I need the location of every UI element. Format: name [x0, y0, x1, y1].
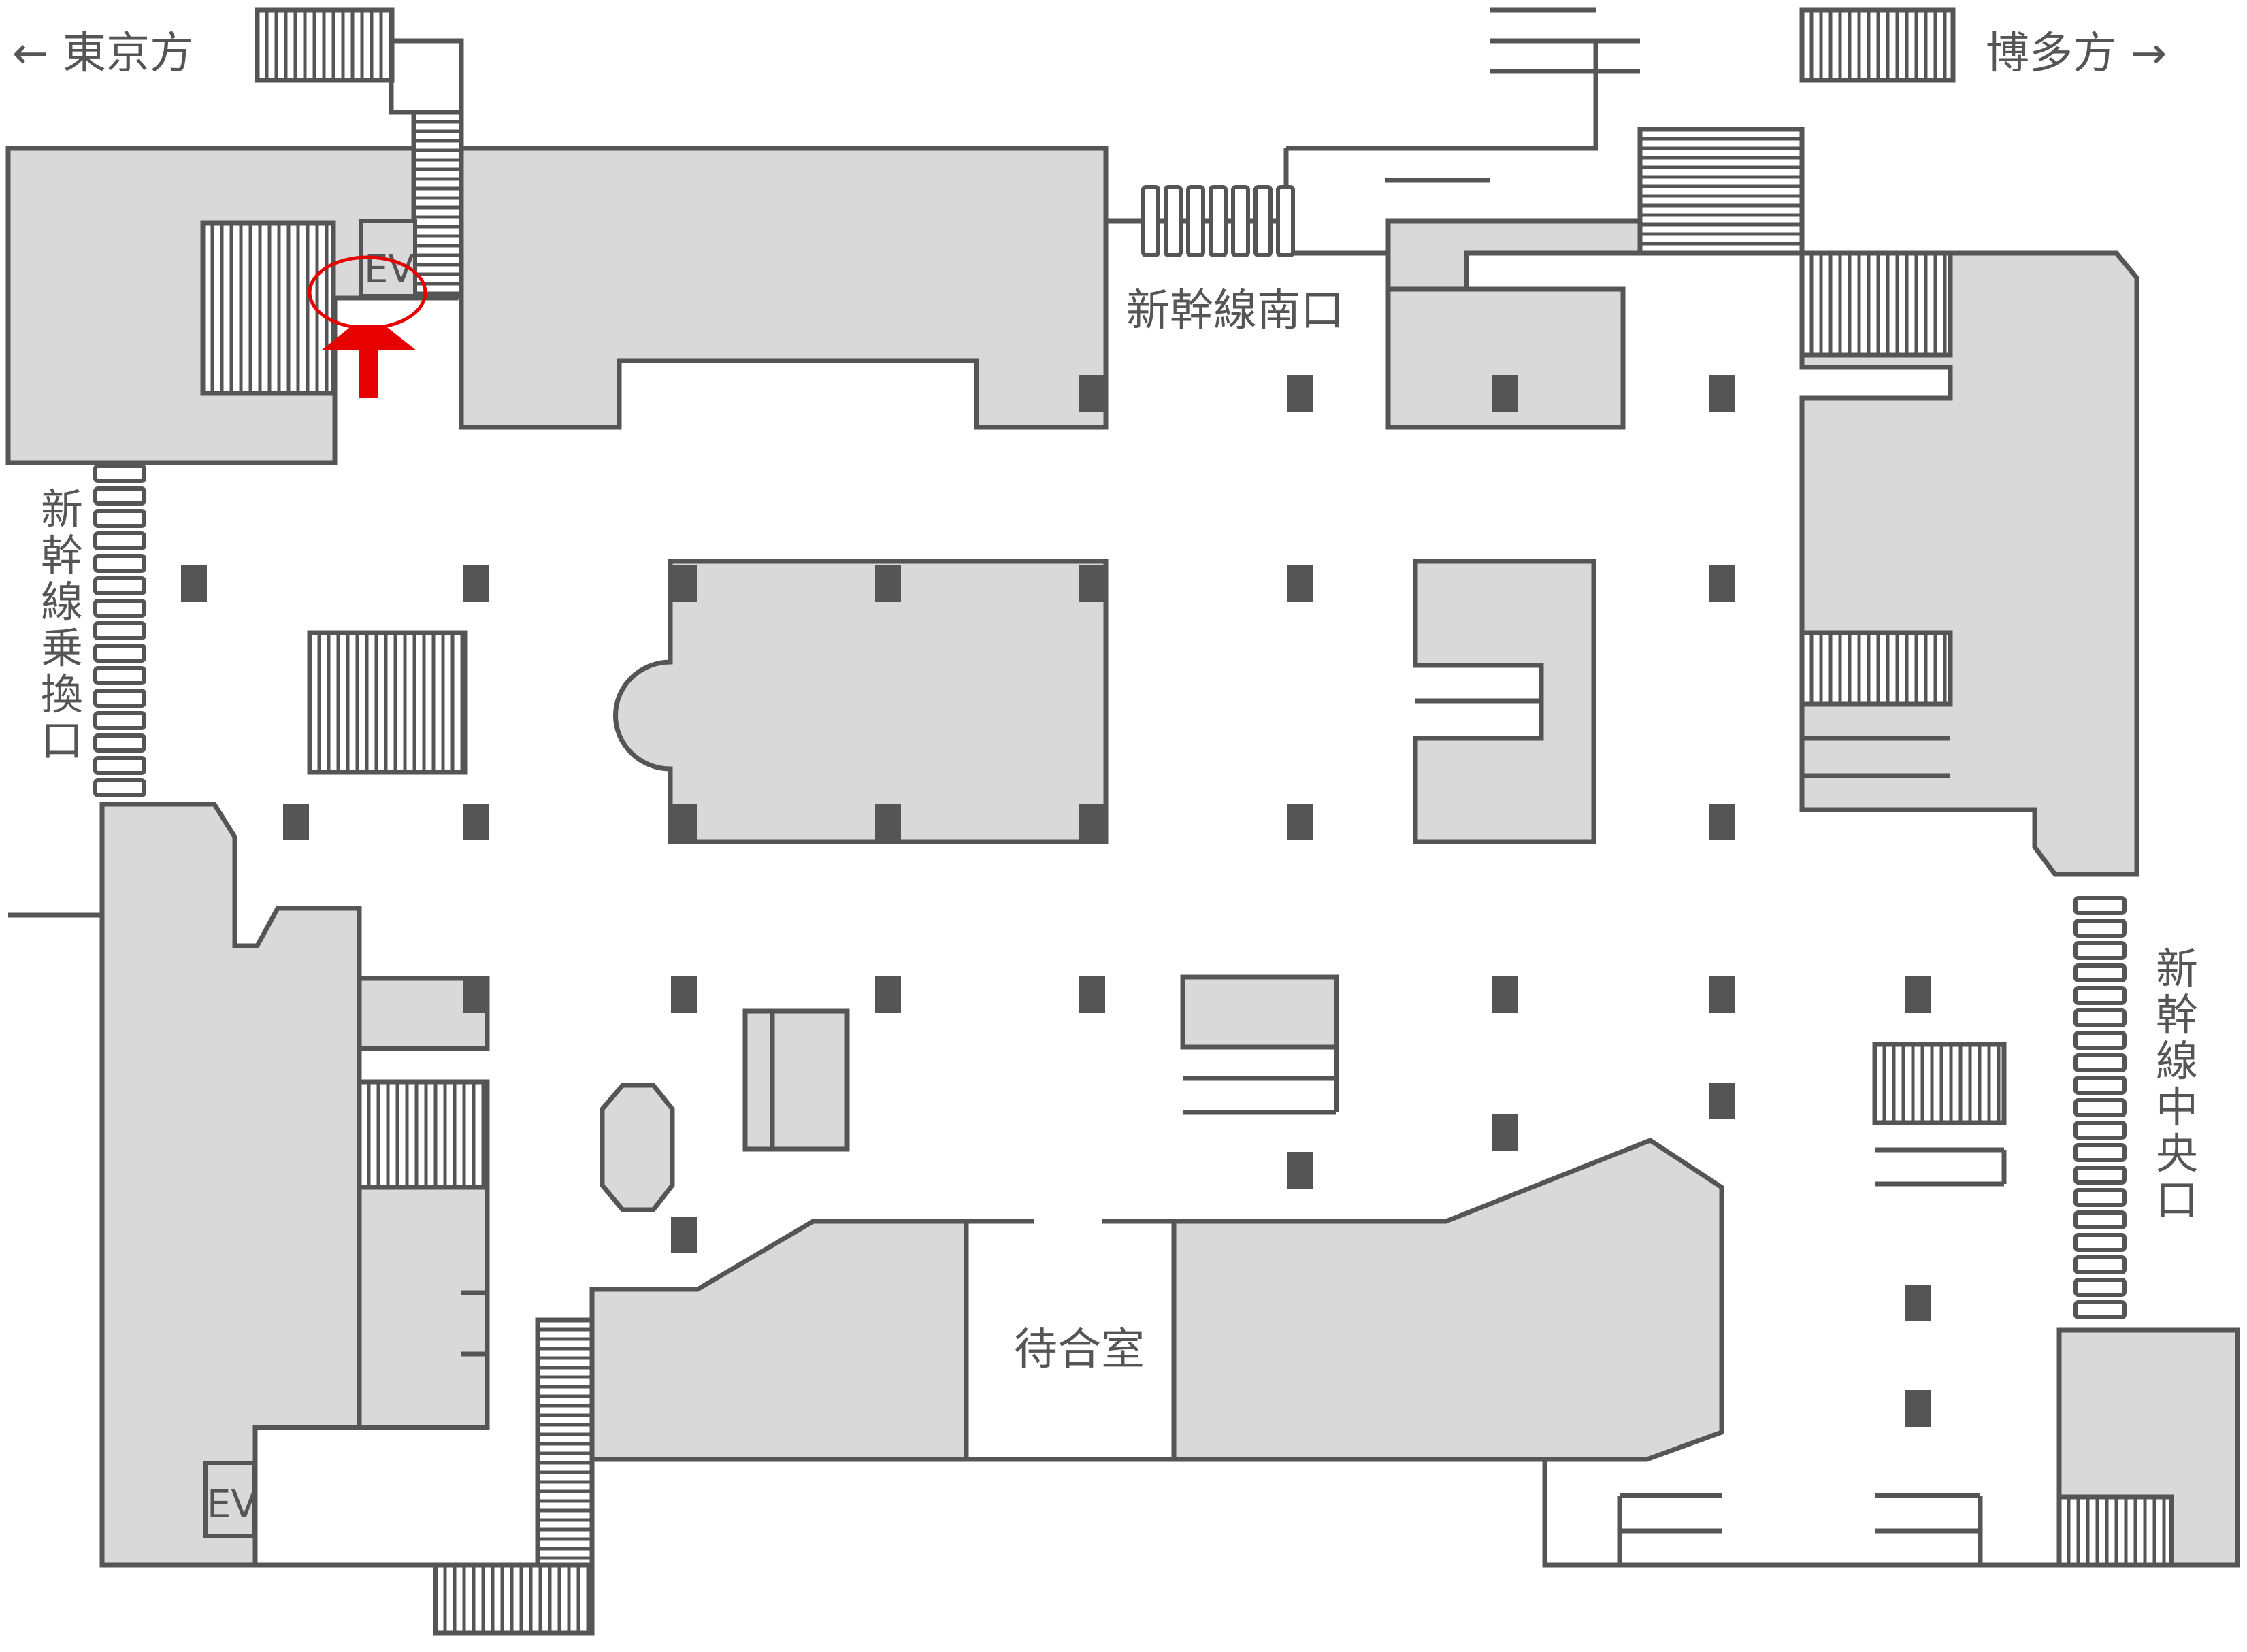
staircase	[535, 1317, 595, 1568]
column	[1079, 804, 1105, 840]
columns	[181, 375, 1931, 1427]
block-lower-main	[589, 1219, 969, 1462]
wall-kiosk-b-lines	[1183, 1047, 1339, 1115]
staircase	[200, 220, 336, 396]
wall-bottom-right-lines	[1617, 1493, 1983, 1565]
staircase	[357, 1079, 490, 1190]
column	[1905, 976, 1931, 1013]
column	[1492, 976, 1518, 1013]
waiting-room-outline	[964, 1219, 1177, 1462]
wall-right-lower-lines	[1875, 1147, 2007, 1187]
column	[875, 565, 901, 602]
block-upper-right-a	[1385, 218, 1643, 292]
staircase	[1799, 7, 1956, 83]
block-upper-right-b	[1385, 286, 1626, 430]
staircase	[307, 630, 468, 775]
entrance-south-label: 新幹線南口	[1126, 286, 1344, 336]
block-upper-center	[459, 146, 1109, 430]
staircase	[1872, 1042, 2007, 1125]
column	[1287, 804, 1313, 840]
column	[1905, 1285, 1931, 1321]
staircase	[433, 1562, 595, 1636]
elevator-lower-label: EV	[207, 1483, 257, 1527]
direction-tokyo: ← 東京方	[12, 29, 193, 79]
elevator-lower[interactable]: EV	[203, 1461, 257, 1538]
staircases	[200, 7, 2174, 1636]
highlight-arrow	[321, 325, 416, 398]
block-u-shape	[1413, 559, 1596, 844]
column	[463, 565, 489, 602]
elevator-upper-label: EV	[364, 248, 414, 292]
column	[1079, 565, 1105, 602]
block-right-tall	[1799, 250, 2139, 877]
entrance-transfer-label: 新幹線乗換口	[41, 484, 83, 765]
ticket-gate-array	[2073, 896, 2127, 1319]
column	[1079, 375, 1105, 412]
column	[181, 565, 207, 602]
column	[1709, 565, 1735, 602]
wall-left-notch	[461, 1290, 490, 1357]
staircase	[255, 7, 395, 83]
direction-hakata: 博多方 →	[1986, 29, 2167, 79]
column	[1709, 1083, 1735, 1119]
column	[1905, 1390, 1931, 1427]
staircase	[2056, 1494, 2174, 1568]
column	[1709, 375, 1735, 412]
staircase	[1637, 127, 1805, 256]
column	[1079, 976, 1105, 1013]
block-kiosk-a	[742, 1008, 850, 1152]
wall-right-dividers	[1415, 698, 1950, 778]
column	[671, 804, 697, 840]
waiting-room-label: 待合室	[1014, 1325, 1145, 1375]
column	[671, 1217, 697, 1253]
ticket-gates	[93, 185, 2127, 1319]
block-lower-right	[1171, 1138, 1724, 1462]
column	[671, 565, 697, 602]
staircase	[411, 110, 464, 299]
column	[1287, 375, 1313, 412]
column	[463, 976, 489, 1013]
wall-top-right-lines	[1385, 7, 1640, 183]
column	[671, 976, 697, 1013]
ticket-gate-array	[93, 464, 146, 797]
block-kiosk-b	[1180, 974, 1339, 1050]
column	[875, 976, 901, 1013]
column	[1492, 1114, 1518, 1151]
staircase	[1799, 250, 1953, 358]
block-octagon	[600, 1083, 675, 1212]
ticket-gate-array	[1141, 185, 1295, 257]
column	[463, 804, 489, 840]
column	[1287, 1152, 1313, 1189]
outer-wall-bottom	[1542, 1330, 2240, 1568]
column	[1492, 375, 1518, 412]
column	[875, 804, 901, 840]
staircase	[1799, 630, 1953, 707]
column	[1709, 804, 1735, 840]
entrance-central-label: 新幹線中央口	[2156, 944, 2198, 1225]
block-center-hall	[612, 559, 1109, 844]
column	[1287, 565, 1313, 602]
column	[1709, 976, 1735, 1013]
column	[283, 804, 309, 840]
block-left-lower	[99, 802, 362, 1568]
